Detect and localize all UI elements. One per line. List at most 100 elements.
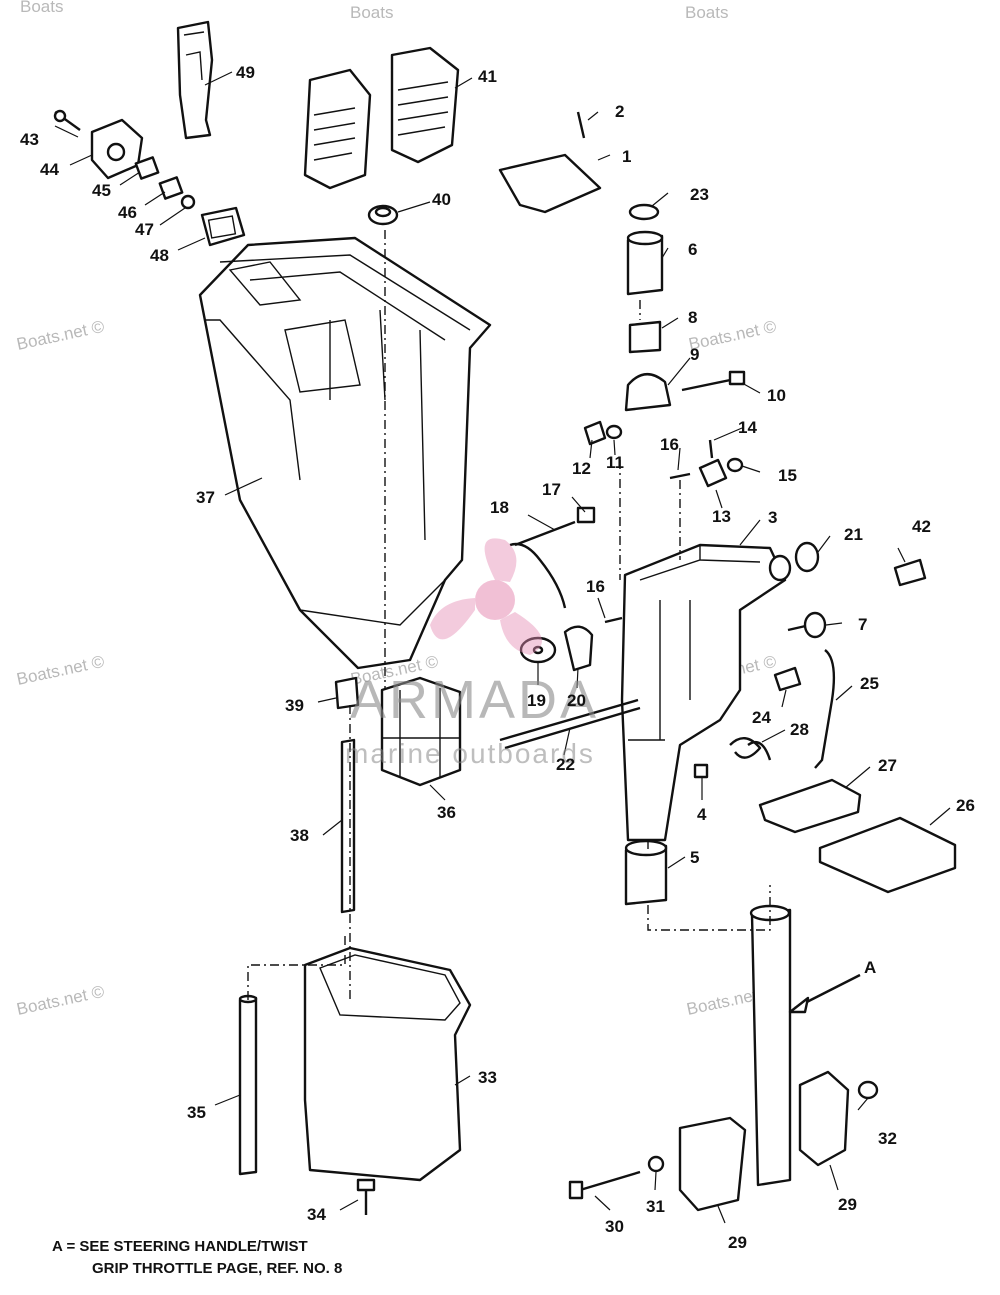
logo-name: ARMADA xyxy=(350,670,599,730)
armada-logo: ARMADA marine outboards xyxy=(345,538,599,769)
part-1-plate xyxy=(498,153,602,214)
callout-29-right: 29 xyxy=(838,1195,857,1214)
callout-16-upper: 16 xyxy=(660,435,679,454)
callout-26: 26 xyxy=(956,796,975,815)
callout-49: 49 xyxy=(236,63,255,82)
part-36-mount xyxy=(380,676,462,787)
part-33-exhaust-extension xyxy=(303,946,472,1182)
callout-20: 20 xyxy=(567,691,586,710)
callout-15: 15 xyxy=(778,466,797,485)
part-26-tilt-lever xyxy=(818,816,957,894)
watermark-left-1: Boats.net © xyxy=(15,317,107,354)
part-29-clamp-right xyxy=(798,1070,850,1167)
callout-23: 23 xyxy=(690,185,709,204)
part-24-label xyxy=(773,666,802,692)
callout-21: 21 xyxy=(844,525,863,544)
part-5-bushing xyxy=(624,839,668,906)
callout-25: 25 xyxy=(860,674,879,693)
callout-3: 3 xyxy=(768,508,777,527)
arrow-a xyxy=(788,973,861,1014)
part-19-washer xyxy=(519,636,557,664)
part-7-pin xyxy=(787,611,827,639)
part-40-grommet xyxy=(367,204,399,226)
callout-5: 5 xyxy=(690,848,699,867)
part-18-rod xyxy=(509,506,596,609)
part-35-tube xyxy=(238,994,258,1176)
part-37-exhaust-housing xyxy=(198,236,492,670)
part-steering-tube xyxy=(749,904,792,1187)
watermark-left-3: Boats.net © xyxy=(15,982,107,1019)
callout-4: 4 xyxy=(697,805,707,824)
parts-43-48-hardware xyxy=(53,109,246,247)
callout-40: 40 xyxy=(432,190,451,209)
callout-36: 36 xyxy=(437,803,456,822)
callout-41: 41 xyxy=(478,67,497,86)
part-4-screw xyxy=(693,763,709,779)
callout-38: 38 xyxy=(290,826,309,845)
part-29-clamp-left xyxy=(678,1116,747,1212)
callout-2: 2 xyxy=(615,102,624,121)
callout-9: 9 xyxy=(690,345,699,364)
callout-31: 31 xyxy=(646,1197,665,1216)
callout-22: 22 xyxy=(556,755,575,774)
callout-14: 14 xyxy=(738,418,757,437)
watermark-right-1: Boats.net © xyxy=(687,317,779,354)
callout-46: 46 xyxy=(118,203,137,222)
callout-27: 27 xyxy=(878,756,897,775)
part-22-shaft xyxy=(499,698,641,750)
footnote: A = SEE STEERING HANDLE/TWIST GRIP THROT… xyxy=(52,1236,342,1280)
logo-hub-icon xyxy=(475,580,515,620)
callout-16-lower: 16 xyxy=(586,577,605,596)
callout-11: 11 xyxy=(606,453,624,472)
part-20-cam xyxy=(563,625,594,672)
part-31-washer xyxy=(647,1155,665,1173)
callout-19: 19 xyxy=(527,691,546,710)
callout-7: 7 xyxy=(858,615,867,634)
watermark-top-left: Boats xyxy=(20,0,63,16)
parts-small-11-16 xyxy=(583,420,744,624)
part-27-bracket xyxy=(758,778,862,834)
part-28-spring xyxy=(729,737,772,761)
part-39-grommet xyxy=(334,676,360,710)
callout-44: 44 xyxy=(40,160,59,179)
callout-45: 45 xyxy=(92,181,111,200)
assembly-lines xyxy=(247,230,771,1000)
callout-34: 34 xyxy=(307,1205,326,1224)
watermark-top-mid: Boats xyxy=(350,3,393,22)
callout-1: 1 xyxy=(622,147,631,166)
part-42-label xyxy=(893,558,927,587)
callout-32: 32 xyxy=(878,1129,897,1148)
callout-30: 30 xyxy=(605,1217,624,1236)
part-2-screw xyxy=(576,111,586,139)
callout-13: 13 xyxy=(712,507,731,526)
callout-29-left: 29 xyxy=(728,1233,747,1252)
logo-propeller-icon xyxy=(430,538,542,655)
callout-17: 17 xyxy=(542,480,561,499)
footnote-line-2: GRIP THROTTLE PAGE, REF. NO. 8 xyxy=(92,1260,343,1277)
callout-39: 39 xyxy=(285,696,304,715)
part-30-bolt xyxy=(568,1170,641,1200)
callout-12: 12 xyxy=(572,459,591,478)
callout-42: 42 xyxy=(912,517,931,536)
part-41-covers xyxy=(303,46,460,190)
watermark-left-2: Boats.net © xyxy=(15,652,107,689)
callout-37: 37 xyxy=(196,488,215,507)
callout-33: 33 xyxy=(478,1068,497,1087)
logo-tagline: marine outboards xyxy=(345,738,595,769)
callout-48: 48 xyxy=(150,246,169,265)
callout-35: 35 xyxy=(187,1103,206,1122)
callout-24: 24 xyxy=(752,708,771,727)
part-25-rod xyxy=(814,649,836,769)
callout-labels: 1 2 3 4 5 6 7 8 9 10 11 12 13 14 15 16 1… xyxy=(20,63,975,1252)
callout-10: 10 xyxy=(767,386,786,405)
callout-43: 43 xyxy=(20,130,39,149)
parts-bushings-clamp xyxy=(624,203,746,412)
part-38-tube xyxy=(340,738,356,914)
leader-lines xyxy=(54,71,951,1224)
callout-6: 6 xyxy=(688,240,697,259)
callout-18: 18 xyxy=(490,498,509,517)
part-32-nut xyxy=(857,1080,879,1100)
callout-8: 8 xyxy=(688,308,697,327)
part-34-screw xyxy=(356,1178,376,1215)
